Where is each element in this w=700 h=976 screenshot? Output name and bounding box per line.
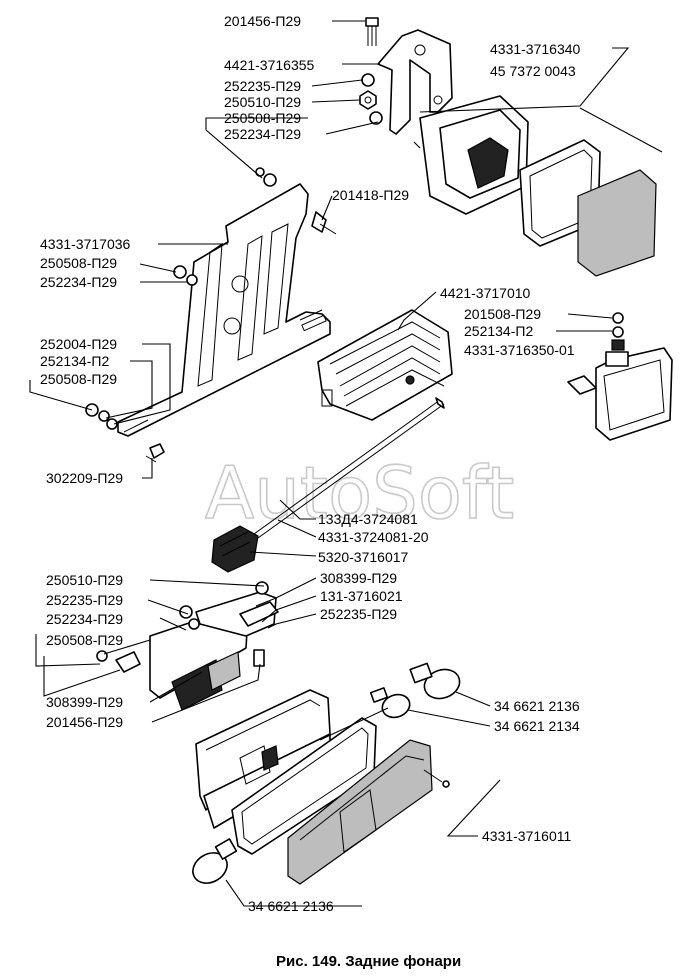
label-252234-p29-plate: 252234-П29 <box>40 274 117 290</box>
bulb-middle <box>369 687 411 719</box>
bulb-top-right <box>409 662 461 700</box>
label-250508-p29-left: 250508-П29 <box>40 371 117 387</box>
label-250510-p29-lower: 250510-П29 <box>46 572 123 588</box>
leader-lines <box>29 20 663 907</box>
label-201456-p29-lower: 201456-П29 <box>46 714 123 730</box>
label-45-7372-0043: 45 7372 0043 <box>490 63 576 79</box>
label-4421-3717010: 4421-3717010 <box>440 285 531 301</box>
bolt-top <box>365 17 379 46</box>
label-250510-p29-top: 250510-П29 <box>224 94 301 110</box>
label-302209-p29: 302209-П29 <box>46 470 123 486</box>
reflector-right <box>567 312 673 441</box>
upper-bracket <box>377 29 453 135</box>
label-34-6621-2134: 34 6621 2134 <box>494 718 580 734</box>
label-250508-p29-plate: 250508-П29 <box>40 255 117 271</box>
label-4331-3716350-01: 4331-3716350-01 <box>464 342 575 358</box>
label-131-3716021: 131-3716021 <box>320 588 403 604</box>
label-308399-p29-right: 308399-П29 <box>320 570 397 586</box>
label-252234-p29-lower: 252234-П29 <box>46 611 123 627</box>
label-5320-3716017: 5320-3716017 <box>318 549 409 565</box>
upper-nuts <box>255 73 383 187</box>
label-308399-p29-left: 308399-П29 <box>46 694 123 710</box>
label-4331-3716011: 4331-3716011 <box>482 828 571 844</box>
label-201418-p29: 201418-П29 <box>332 187 409 203</box>
label-201508-p29: 201508-П29 <box>464 306 541 322</box>
label-34-6621-2136-upper: 34 6621 2136 <box>494 698 580 714</box>
label-201456-p29-top: 201456-П29 <box>224 13 301 29</box>
label-4331-3724081-20: 4331-3724081-20 <box>318 529 429 545</box>
label-34-6621-2136-lower: 34 6621 2136 <box>248 898 334 914</box>
label-252235-p29-top: 252235-П29 <box>224 78 301 94</box>
label-4331-3717036: 4331-3717036 <box>40 236 131 252</box>
label-252004-p29: 252004-П29 <box>40 336 117 352</box>
lower-bracket <box>96 581 279 711</box>
label-250508-p29-lower: 250508-П29 <box>46 632 123 648</box>
rear-lamp-lens <box>287 739 450 885</box>
label-4421-3716355: 4421-3716355 <box>224 57 315 73</box>
label-252234-p29-top: 252234-П29 <box>224 126 301 142</box>
bulb-bottom <box>192 838 238 884</box>
harness-and-connector <box>211 397 445 573</box>
plate-fasteners-left <box>85 265 198 463</box>
label-252235-p29-right: 252235-П29 <box>320 606 397 622</box>
center-lamp <box>317 309 453 421</box>
label-252134-p2-left: 252134-П2 <box>40 353 109 369</box>
label-4331-3716340: 4331-3716340 <box>490 41 581 57</box>
label-252235-p29-lower: 252235-П29 <box>46 592 123 608</box>
mounting-plate <box>117 183 331 437</box>
label-250508-p29-top: 250508-П29 <box>224 110 301 126</box>
labels: 201456-П29 4421-3716355 252235-П29 25051… <box>40 13 581 914</box>
square-side-lamp <box>413 95 657 277</box>
label-252134-p2-right: 252134-П2 <box>464 323 533 339</box>
label-133d4-3724081: 133Д4-3724081 <box>318 511 418 527</box>
figure-caption: Рис. 149. Задние фонари <box>276 953 461 970</box>
